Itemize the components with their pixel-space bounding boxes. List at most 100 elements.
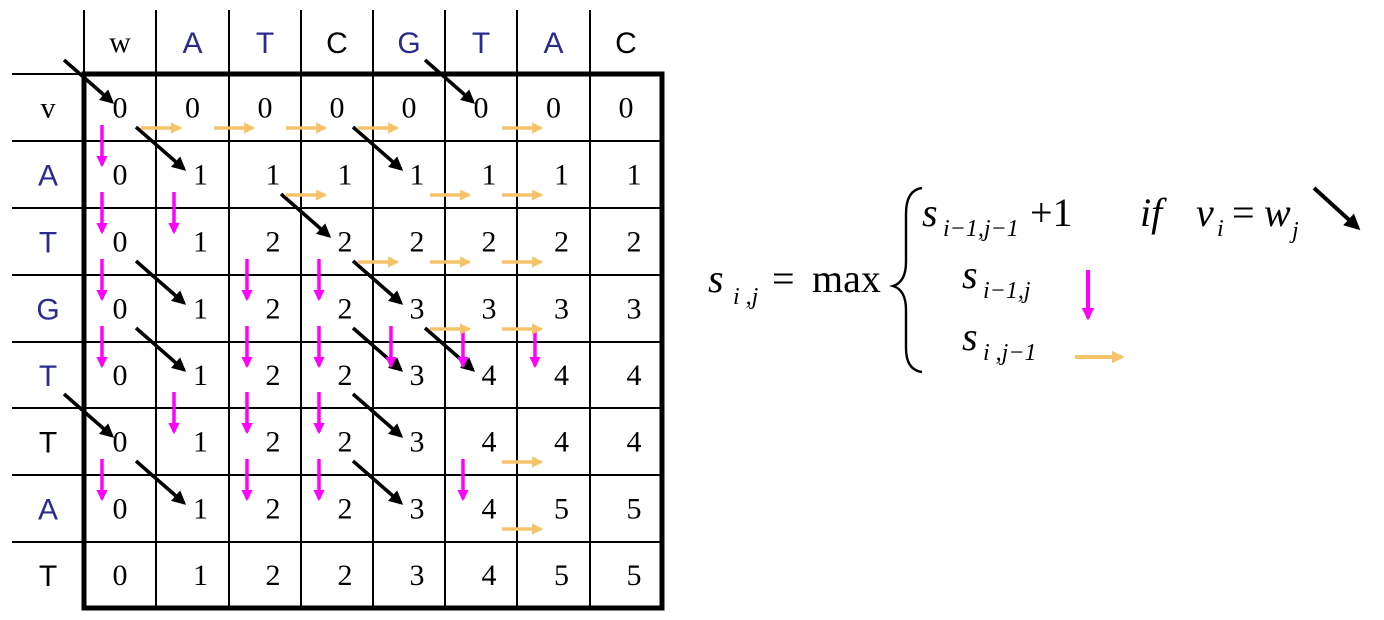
- backtrack-arrows: [62, 58, 544, 535]
- formula-case1-plus-one: +1: [1030, 190, 1073, 235]
- column-letter: T: [472, 27, 490, 60]
- diagonal-arrow: [351, 459, 404, 505]
- cell-value: 4: [627, 359, 642, 392]
- cell-value: 3: [410, 359, 425, 392]
- cell-value: 0: [113, 226, 128, 259]
- cell-value: 5: [554, 493, 569, 526]
- cell-value: 1: [554, 159, 569, 192]
- cell-value: 0: [402, 92, 417, 125]
- cell-value: 5: [627, 559, 642, 592]
- cell-value: 0: [113, 92, 128, 125]
- formula-case1-v-subscript: i: [1217, 216, 1224, 242]
- cell-value: 2: [266, 559, 281, 592]
- formula-diagonal-arrow: [1312, 186, 1361, 231]
- cell-value: 1: [266, 159, 281, 192]
- diagonal-arrow: [423, 326, 476, 372]
- cell-value: 1: [482, 159, 497, 192]
- cell-value: 1: [338, 159, 353, 192]
- cell-value: 2: [410, 226, 425, 259]
- cell-value: 0: [113, 559, 128, 592]
- diagonal-arrow: [134, 125, 187, 171]
- cell-value: 4: [627, 426, 642, 459]
- formula-case1-v: v: [1196, 190, 1214, 235]
- cell-value: 0: [113, 159, 128, 192]
- row-letter: A: [38, 160, 58, 193]
- cell-value: 2: [266, 426, 281, 459]
- diagonal-arrow: [62, 392, 115, 438]
- formula-case1-subscript: i−1,j−1: [943, 216, 1019, 242]
- diagonal-arrow: [62, 58, 115, 104]
- formula-case1-w-subscript: j: [1289, 218, 1299, 244]
- row-letter: T: [39, 360, 57, 393]
- cell-value: 0: [113, 426, 128, 459]
- diagonal-arrow: [351, 392, 404, 438]
- cell-value: 1: [193, 159, 208, 192]
- row-letter: G: [36, 294, 59, 327]
- formula-max: max: [812, 256, 881, 301]
- cell-value: 3: [554, 293, 569, 326]
- cell-value: 2: [338, 293, 353, 326]
- header-w: w: [109, 26, 131, 59]
- cell-value: 4: [482, 559, 497, 592]
- cell-value: 1: [193, 226, 208, 259]
- recurrence-formula: s i ,j = max s i−1,j−1 +1 if v i = w j s…: [708, 186, 1361, 374]
- row-letter: A: [38, 494, 58, 527]
- cell-value: 3: [482, 293, 497, 326]
- cell-value: 2: [554, 226, 569, 259]
- formula-brace: [888, 186, 923, 374]
- cell-value: 1: [410, 159, 425, 192]
- cell-value: 2: [627, 226, 642, 259]
- cell-value: 2: [266, 293, 281, 326]
- cell-value: 2: [482, 226, 497, 259]
- cell-value: 3: [410, 426, 425, 459]
- cell-value: 2: [266, 359, 281, 392]
- cell-value: 2: [338, 426, 353, 459]
- cell-value: 4: [554, 359, 569, 392]
- cell-value: 0: [113, 493, 128, 526]
- cell-value: 4: [482, 426, 497, 459]
- row-letter: T: [39, 227, 57, 260]
- cell-value: 0: [546, 92, 561, 125]
- formula-case1-equals: =: [1232, 190, 1255, 235]
- cell-value: 0: [185, 92, 200, 125]
- cell-value: 1: [193, 359, 208, 392]
- cell-value: 2: [338, 226, 353, 259]
- diagonal-arrow: [134, 259, 187, 305]
- cell-value: 5: [554, 559, 569, 592]
- diagonal-arrow: [351, 326, 404, 372]
- column-letter: A: [182, 27, 202, 60]
- row-letter: T: [39, 427, 57, 460]
- cell-value: 4: [482, 359, 497, 392]
- column-letter: G: [397, 27, 420, 60]
- cell-value: 4: [554, 426, 569, 459]
- cell-value: 3: [627, 293, 642, 326]
- dp-table-border: [81, 71, 665, 611]
- formula-lhs-subscript: i ,j: [733, 284, 759, 310]
- cell-value: 1: [193, 493, 208, 526]
- row-letter: T: [39, 560, 57, 593]
- formula-case3-subscript: i ,j−1: [983, 340, 1037, 366]
- cell-value: 3: [410, 493, 425, 526]
- cell-value: 5: [627, 493, 642, 526]
- diagonal-arrow: [134, 326, 187, 372]
- cell-value: 3: [410, 559, 425, 592]
- column-letter: C: [615, 27, 637, 60]
- dp-cell-values: 0 0 0 0 0 0 0 0 0 1 1 1 1 1 1 1 0 1 2 2 2 2 2 2 0 1 2 2 3 3 3 3 0 1 2 2 3 4 4 4…: [113, 92, 642, 593]
- header-v: v: [41, 92, 56, 125]
- cell-value: 2: [338, 493, 353, 526]
- formula-case3-s: s: [962, 314, 978, 359]
- diagonal-arrow: [423, 58, 476, 104]
- formula-equals: =: [772, 256, 795, 301]
- cell-value: 2: [338, 559, 353, 592]
- cell-value: 0: [113, 359, 128, 392]
- cell-value: 0: [619, 92, 634, 125]
- formula-case1-s: s: [922, 190, 938, 235]
- cell-value: 1: [193, 559, 208, 592]
- column-letter: C: [326, 27, 348, 60]
- column-letter: T: [256, 27, 274, 60]
- cell-value: 0: [258, 92, 273, 125]
- formula-case2-s: s: [962, 252, 978, 297]
- cell-value: 0: [474, 92, 489, 125]
